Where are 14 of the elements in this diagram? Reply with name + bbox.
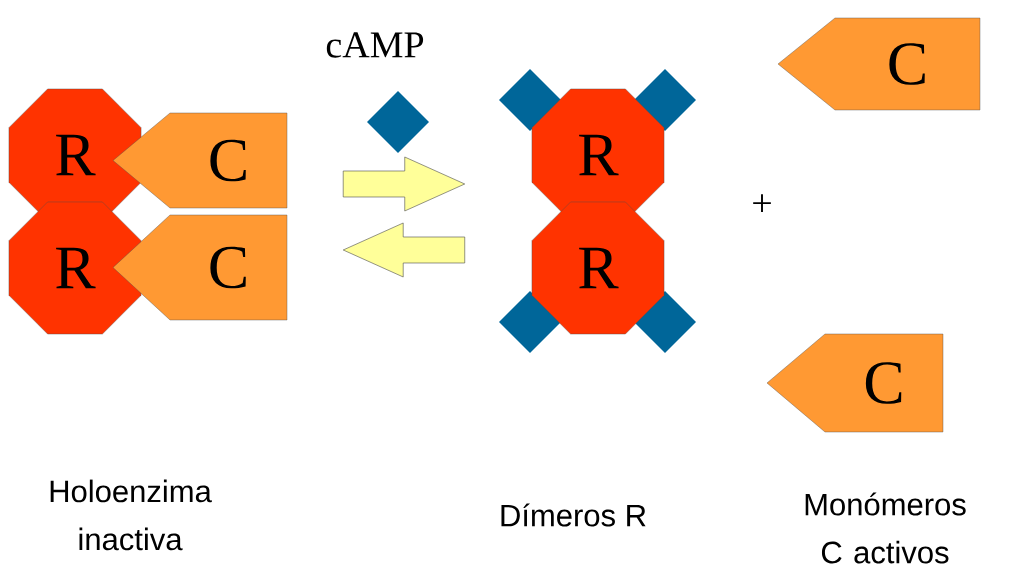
r-subunit-octagon: R	[531, 201, 665, 335]
block-arrow	[342, 222, 466, 278]
caption: Monómeros C activos	[805, 492, 966, 564]
c-subunit-pentagon: C	[112, 214, 288, 321]
plus-sign: +	[753, 194, 771, 212]
r-subunit-octagon: R	[8, 201, 142, 335]
c-subunit-pentagon: C	[766, 333, 944, 433]
c-subunit-pentagon: C	[777, 17, 981, 111]
caption: Holoenzima inactiva	[50, 479, 212, 551]
molecule-label: cAMP	[326, 32, 424, 58]
c-subunit-pentagon: C	[112, 112, 288, 209]
r-subunit-octagon: R	[531, 88, 665, 222]
caption: Dímeros R	[501, 503, 646, 527]
block-arrow	[342, 156, 466, 212]
